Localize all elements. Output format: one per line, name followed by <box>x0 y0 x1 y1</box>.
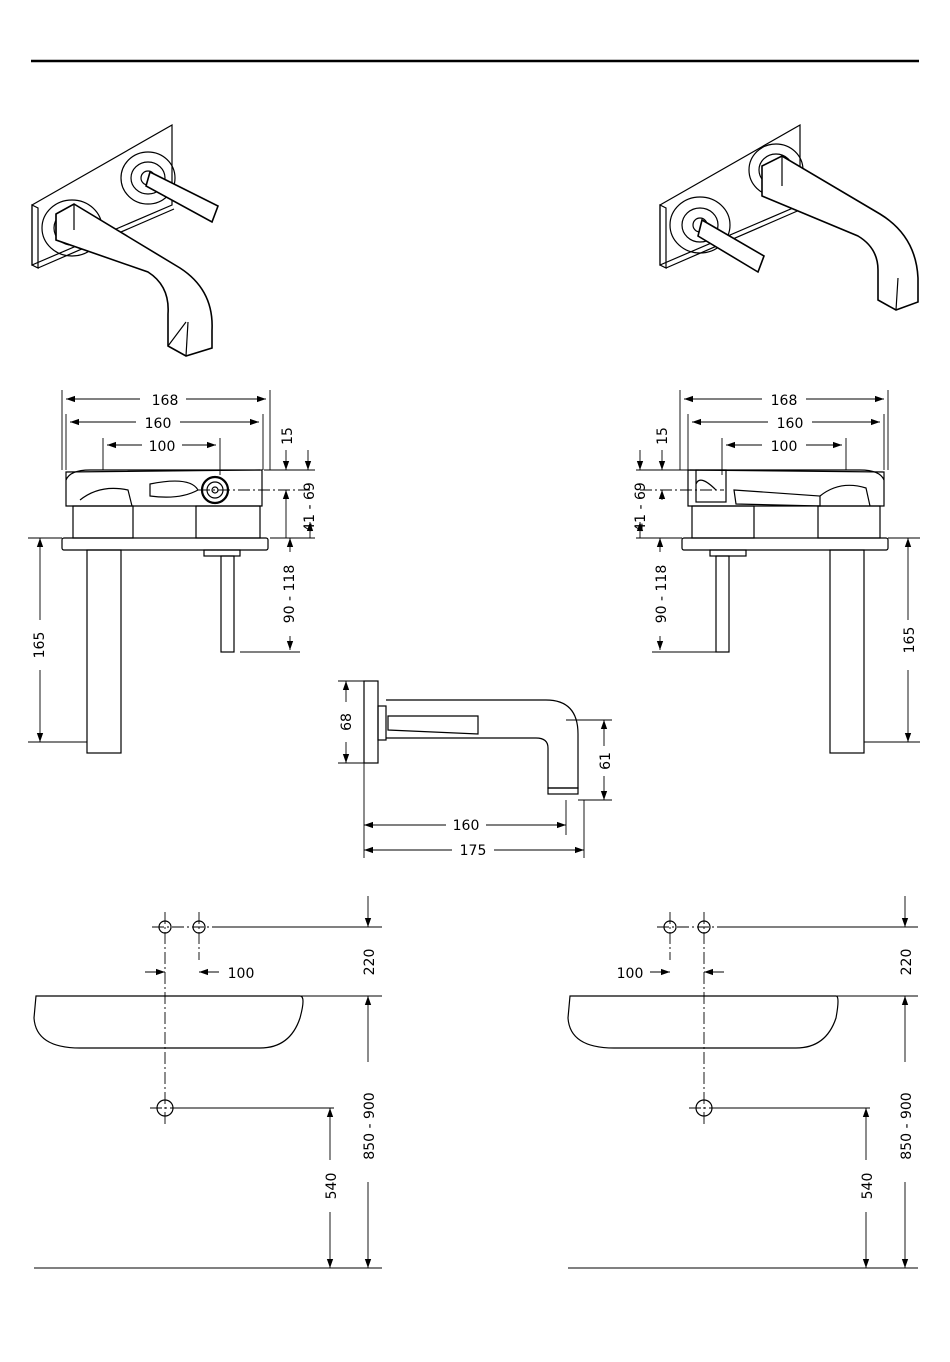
dim-540-install-right: 540 <box>860 1173 876 1200</box>
dim-15-left: 15 <box>280 427 296 445</box>
iso-view-left <box>32 125 218 356</box>
dim-68-side: 68 <box>339 713 355 731</box>
dim-90-118-right: 90 - 118 <box>654 565 670 624</box>
dim-15-right: 15 <box>655 427 671 445</box>
dim-220-install-right: 220 <box>899 949 915 976</box>
side-view: 68 61 160 175 <box>338 681 614 859</box>
dim-61-side: 61 <box>598 752 614 770</box>
dim-160-right: 160 <box>777 416 804 432</box>
install-view-left: 100 220 540 850 - 900 <box>34 896 382 1268</box>
dim-168-left: 168 <box>152 393 179 409</box>
dim-165-right: 165 <box>902 627 918 654</box>
dim-90-118-left: 90 - 118 <box>282 565 298 624</box>
dim-168-right: 168 <box>771 393 798 409</box>
dim-850-900-install-left: 850 - 900 <box>362 1092 378 1159</box>
install-view-right: 100 220 540 850 - 900 <box>568 896 918 1268</box>
dim-100-install-left: 100 <box>228 966 255 982</box>
dim-160-side: 160 <box>453 818 480 834</box>
dim-850-900-install-right: 850 - 900 <box>899 1092 915 1159</box>
dim-41-69-right: 41 - 69 <box>633 482 649 532</box>
dim-220-install-left: 220 <box>362 949 378 976</box>
front-view-right: 168 160 100 15 41 - 69 90 - 118 165 <box>633 390 920 753</box>
dim-540-install-left: 540 <box>324 1173 340 1200</box>
iso-view-right <box>660 125 918 310</box>
dim-175-side: 175 <box>460 843 487 859</box>
dim-100-install-right: 100 <box>617 966 644 982</box>
dim-165-left: 165 <box>32 632 48 659</box>
dim-100-right: 100 <box>771 439 798 455</box>
front-view-left: 168 160 100 15 41 - 69 90 - 118 165 <box>28 390 318 753</box>
dim-41-69-left: 41 - 69 <box>302 482 318 532</box>
dim-160-left: 160 <box>145 416 172 432</box>
dim-100-left: 100 <box>149 439 176 455</box>
